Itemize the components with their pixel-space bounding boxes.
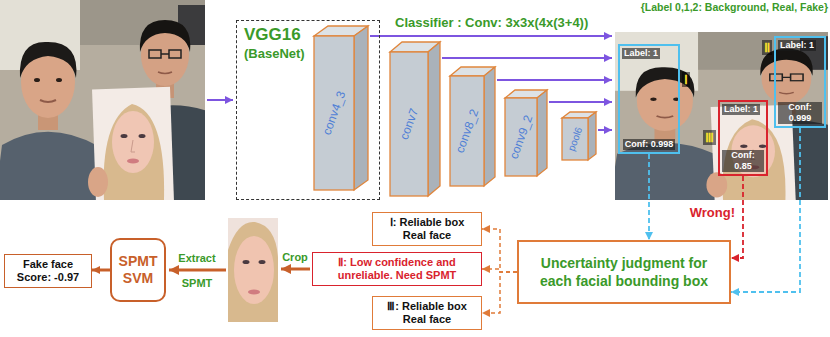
line-shape (497, 79, 612, 81)
annotation: SPMT (182, 276, 213, 290)
box-text: Ⅱ: Low confidence and unreliable. Need S… (317, 256, 477, 282)
ellipse-shape (243, 260, 250, 264)
layer-front (450, 76, 484, 186)
confidence: Conf: 0.999 (778, 102, 822, 124)
layer-side (588, 112, 596, 160)
rect-shape (228, 218, 278, 322)
detection-box: Label: 1Conf: 0.85Ⅲ (718, 100, 768, 176)
classifier-box: SPMT SVM (110, 238, 166, 302)
result-box: Fake face Score: -0.97 (4, 254, 92, 288)
box-text: SPMT SVM (112, 253, 164, 287)
crop-extract-arrows (169, 269, 310, 270)
outcome-box: Ⅰ: Reliable box Real face (372, 212, 482, 246)
photo-copy (0, 0, 205, 200)
line-shape (442, 57, 612, 59)
connector-label: Wrong! (688, 205, 737, 221)
ellipse-shape (259, 260, 266, 264)
line-shape (169, 269, 226, 272)
decision-box: Uncertainty judgment for each facial bou… (517, 240, 731, 304)
line-shape (598, 129, 612, 131)
class-label: Label: 1 (622, 48, 660, 59)
line-shape (549, 101, 612, 103)
connector (92, 269, 110, 272)
class-label: Label: 1 (722, 104, 760, 115)
detection-box: Label: 1Conf: 0.999Ⅱ (774, 36, 826, 128)
line-shape (370, 35, 612, 37)
outcome-box: Ⅱ: Low confidence and unreliable. Need S… (312, 252, 482, 286)
network-role: (BaseNet) (244, 46, 305, 61)
right-photo (610, 32, 830, 204)
connector (648, 154, 650, 240)
feature-layer: conv9_2 (505, 98, 537, 176)
layer-front (505, 98, 537, 176)
annotation: Classifier : Conv: 3x3x(4x(3+4)) (395, 15, 588, 31)
right-photo-clip (615, 32, 828, 200)
layer-front (562, 118, 588, 160)
confidence: Conf: 0.85 (722, 150, 764, 172)
cropped-face (228, 218, 278, 322)
left-photo (0, 0, 205, 200)
layer-front (390, 52, 428, 196)
detection-box: Label: 1Conf: 0.998Ⅰ (618, 44, 680, 154)
class-label: Label: 1 (778, 40, 816, 51)
confidence: Conf: 0.998 (623, 139, 676, 150)
callout-number: Ⅰ (682, 72, 690, 87)
layer-side (484, 67, 495, 186)
path-shape (228, 222, 278, 322)
basenet-box: VGG16(BaseNet) conv4_3 (236, 20, 380, 200)
box-text: Ⅰ: Reliable box Real face (377, 216, 477, 242)
ellipse-shape (234, 236, 274, 304)
connector (482, 229, 517, 272)
layer-side (354, 26, 368, 190)
line-shape (207, 99, 233, 101)
layer-side (428, 42, 440, 196)
network-name: VGG16 (244, 25, 301, 45)
callout-number: Ⅱ (762, 40, 772, 55)
feature-layer: pool6 (562, 118, 588, 160)
layer-side (537, 90, 547, 176)
photo-copy (615, 32, 828, 200)
feature-layer: conv8_2 (450, 76, 484, 186)
feature-layer: conv4_3 (314, 36, 354, 190)
annotation: Crop (282, 250, 308, 264)
outcome-box: Ⅲ: Reliable box Real face (372, 296, 482, 330)
annotation: {Label 0,1,2: Background, Real, Fake} (641, 1, 828, 14)
feature-layer: conv7 (390, 52, 428, 196)
box-text: Fake face Score: -0.97 (9, 258, 87, 284)
annotation: Extract (178, 251, 215, 265)
layer-front (314, 36, 354, 190)
box-text: Uncertainty judgment for each facial bou… (525, 254, 723, 290)
box-text: Ⅲ: Reliable box Real face (377, 300, 477, 326)
connector (482, 272, 517, 313)
line-shape (281, 268, 310, 271)
connector (482, 269, 517, 272)
callout-number: Ⅲ (703, 130, 716, 145)
ellipse-shape (248, 290, 260, 295)
